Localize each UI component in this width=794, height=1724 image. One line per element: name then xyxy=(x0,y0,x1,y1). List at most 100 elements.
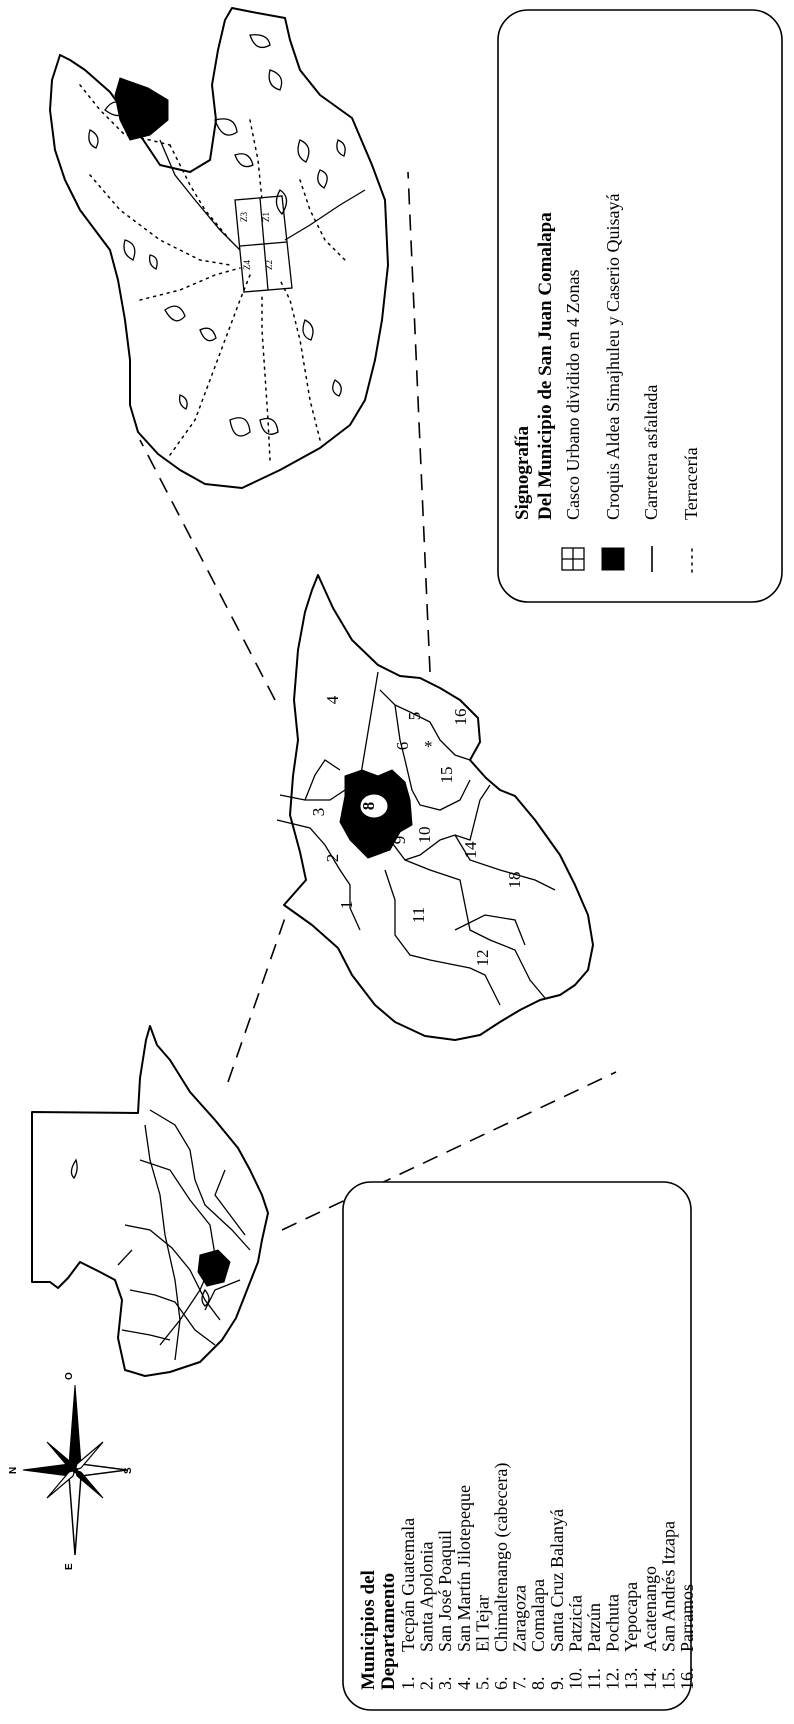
comalapa-label-bubble xyxy=(360,794,388,818)
legend-item-name: Tecpán Guatemala xyxy=(398,1518,418,1652)
sign-legend-title-line1: Signografía xyxy=(512,426,533,520)
legend-item-name: San Martín Jilotepeque xyxy=(454,1485,474,1652)
dirt-road xyxy=(169,274,251,456)
legend-item-name: Patzún xyxy=(584,1603,604,1652)
legend-item-number: 8. xyxy=(528,1677,548,1691)
municipality-number-label: 15 xyxy=(437,767,456,784)
sign-legend-item-label: Croquis Aldea Simajhuleu y Caserio Quisa… xyxy=(603,194,623,520)
legend-item-name: Zaragoza xyxy=(510,1585,530,1652)
municipality-number-label: 16 xyxy=(451,709,470,726)
municipality-number-label: 11 xyxy=(409,907,428,923)
municipality-number-label: 2 xyxy=(323,854,342,863)
dirt-road xyxy=(89,174,231,266)
municipality-number-label: 1 xyxy=(337,901,356,910)
sign-legend-item-label: Terracería xyxy=(681,447,701,520)
zone-label: Z4 xyxy=(242,260,252,270)
legend-item-number: 13. xyxy=(621,1668,641,1691)
department-outline xyxy=(283,574,594,1041)
municipality-number-label: 18 xyxy=(505,872,524,889)
municipality-boundary xyxy=(279,671,379,801)
zoom-connector-lines xyxy=(139,171,617,1231)
compass-west-label: O xyxy=(64,1372,75,1380)
village-shapes xyxy=(88,34,346,437)
municipality-outline xyxy=(49,7,389,489)
legend-item-number: 16. xyxy=(677,1668,697,1691)
dirt-road xyxy=(79,84,171,146)
chimaltenango-highlight xyxy=(197,1249,231,1287)
legend-item-name: San Andrés Itzapa xyxy=(658,1521,678,1652)
signografia-legend: Signografía Del Municipio de San Juan Co… xyxy=(497,9,783,603)
legend-item-name: Comalapa xyxy=(528,1579,548,1652)
legend-item-number: 12. xyxy=(603,1668,623,1691)
legend-item-name: Parramos xyxy=(677,1584,697,1652)
compass-rose-icon: N S O E xyxy=(8,1372,134,1570)
compass-south-label: S xyxy=(123,1467,134,1474)
capital-marker-icon: * xyxy=(424,737,433,756)
legend-item-name: Acatenango xyxy=(640,1566,660,1652)
legend-box xyxy=(342,1181,692,1711)
urban-center-grid-icon: Z1 Z2 Z3 Z4 xyxy=(234,195,293,293)
sign-legend-item-label: Casco Urbano dividido en 4 Zonas xyxy=(563,270,583,520)
municipality-map: Z1 Z2 Z3 Z4 xyxy=(49,7,389,489)
legend-item-name: Santa Apolonia xyxy=(417,1542,437,1653)
dirt-road xyxy=(249,119,263,201)
zone-label: Z2 xyxy=(264,260,274,270)
connector-line xyxy=(227,914,287,1083)
sign-legend-item-label: Carretera asfaltada xyxy=(641,385,661,520)
legend-item-name: El Tejar xyxy=(472,1595,492,1652)
legend-item-number: 2. xyxy=(417,1677,437,1691)
dirt-road xyxy=(139,267,241,301)
municipality-boundary xyxy=(377,784,491,861)
dirt-road xyxy=(261,294,271,461)
municipality-number-label: 5 xyxy=(405,712,424,721)
connector-line xyxy=(281,1071,617,1231)
dirt-road xyxy=(299,179,346,261)
legend-item-name: San José Poaquil xyxy=(435,1530,455,1652)
municipality-number-label: 12 xyxy=(473,950,492,967)
legend-item-number: 6. xyxy=(491,1677,511,1691)
municipios-legend: Municipios del Departamento 1. Tecpán Gua… xyxy=(342,1181,697,1711)
black-box-icon xyxy=(601,547,625,571)
municipality-number-label: 10 xyxy=(415,827,434,844)
legend-item-number: 10. xyxy=(565,1668,585,1691)
legend-item-number: 5. xyxy=(472,1677,492,1691)
municipality-number-label: 3 xyxy=(309,808,328,817)
grid-box-icon xyxy=(561,547,585,571)
dirt-road xyxy=(279,279,321,441)
legend-item-number: 3. xyxy=(435,1677,455,1691)
municipality-number-label: 6 xyxy=(393,742,412,751)
zone-label: Z1 xyxy=(261,212,271,222)
legend-item-number: 4. xyxy=(454,1677,474,1691)
department-boundary xyxy=(214,1169,246,1236)
legend-item-number: 1. xyxy=(398,1677,418,1691)
municipality-number-label: 7 xyxy=(393,795,412,804)
dirt-road xyxy=(169,144,231,241)
paved-road xyxy=(284,189,366,241)
legend-item-number: 9. xyxy=(547,1677,567,1691)
compass-east-label: E xyxy=(64,1563,75,1570)
legend-title-line2: Departamento xyxy=(378,1573,399,1690)
municipality-boundary xyxy=(404,859,546,999)
aldea-simajhuleu-highlight xyxy=(114,77,169,141)
department-boundary xyxy=(139,1159,216,1346)
legend-title-line1: Municipios del xyxy=(358,1570,379,1690)
legend-item-number: 14. xyxy=(640,1668,660,1691)
legend-item-name: Pochuta xyxy=(603,1594,623,1652)
municipality-boundary xyxy=(276,819,361,931)
department-boundary xyxy=(144,1124,181,1361)
connector-line xyxy=(407,171,431,673)
legend-item-name: Chimaltenango (cabecera) xyxy=(491,1463,512,1652)
country-outline xyxy=(31,1025,269,1377)
municipality-boundary xyxy=(384,869,501,1006)
lake-shape xyxy=(201,1288,210,1307)
lake-shape xyxy=(70,1158,78,1180)
zone-label: Z3 xyxy=(239,212,249,222)
municipality-number-label: 8 xyxy=(359,802,378,811)
municipality-boundary xyxy=(304,759,341,801)
legend-item-name: Santa Cruz Balanyá xyxy=(547,1509,567,1652)
legend-item-name: Yepocapa xyxy=(621,1582,641,1652)
legend-box xyxy=(497,9,783,603)
paved-road xyxy=(159,139,241,251)
municipality-number-label: 14 xyxy=(461,841,480,859)
